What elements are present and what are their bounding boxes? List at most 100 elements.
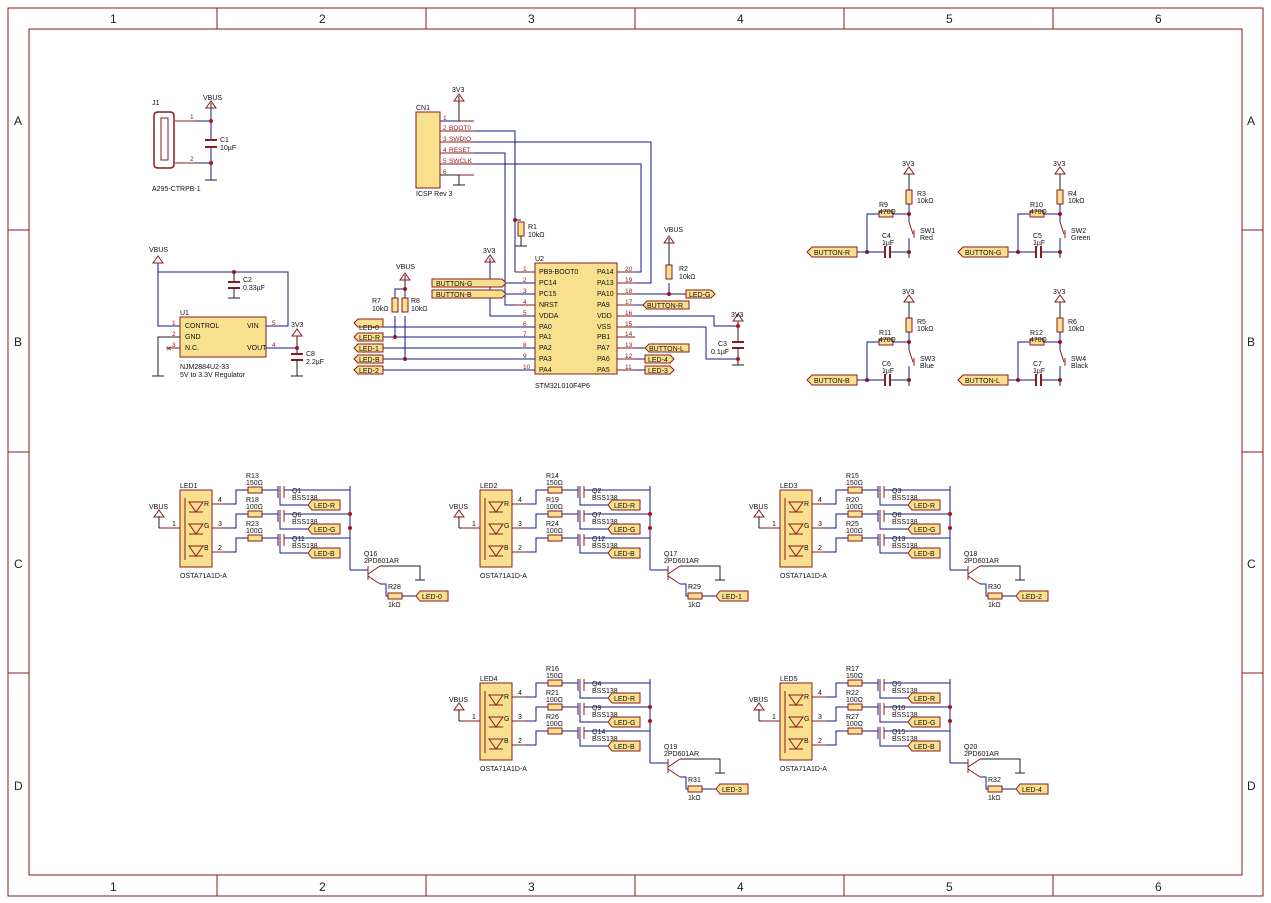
net-label-button-b: BUTTON-B — [431, 289, 507, 299]
3v3-symbol-cn1: 3V3 — [452, 87, 465, 121]
3v3-label-sw3: 3V3 — [902, 289, 915, 296]
r9-value: 470Ω — [879, 209, 896, 216]
c5-ref: C5 — [1033, 233, 1042, 240]
vbus-symbol-led5 — [753, 702, 765, 711]
led3-part: OSTA71A1D-A — [780, 573, 827, 580]
sw1-ref: SW1 — [920, 228, 935, 235]
net-label-led-2: LED-2 — [353, 365, 384, 375]
resistor-r18 — [247, 510, 263, 518]
resistor-r23 — [247, 534, 263, 542]
cn1-pin-num-1: 1 — [443, 115, 447, 122]
q10-part: BSS138 — [892, 712, 918, 719]
r29-value: 1kΩ — [688, 602, 701, 609]
u1-pin-name-4: VOUT — [247, 345, 267, 352]
r14-value: 150Ω — [546, 480, 563, 487]
r11-value: 470Ω — [879, 337, 896, 344]
sw2-ref: SW2 — [1071, 228, 1086, 235]
u1-desc: 5V to 3.3V Regulator — [180, 372, 246, 379]
net-led-b: LED-B — [914, 744, 935, 751]
u2-part: STM32L010F4P6 — [535, 383, 590, 390]
led-diode-b-icon — [788, 738, 804, 750]
led4-ref: LED4 — [480, 676, 498, 683]
net-button-r-mcu: BUTTON-R — [647, 303, 683, 310]
net-label-led-4: LED-4 — [644, 354, 675, 364]
j1-pin1: 1 — [190, 114, 194, 121]
q4-ref: Q4 — [592, 681, 601, 688]
u2-pin-name-7: PA1 — [539, 334, 552, 341]
zone-row-right-B: B — [1247, 335, 1255, 349]
q6-part: BSS138 — [292, 519, 318, 526]
resistor-r31 — [687, 785, 703, 793]
net-label-led-g — [607, 716, 641, 728]
q19-part: 2PD601AR — [664, 751, 699, 758]
cn1-pin-num-4: 4 — [443, 147, 447, 154]
c5-value: 1µF — [1033, 240, 1045, 247]
net-label-led-r — [607, 692, 641, 704]
q18-part: 2PD601AR — [964, 558, 999, 565]
led4-part: OSTA71A1D-A — [480, 766, 527, 773]
net-label-led-b — [907, 547, 941, 559]
sw4-color: Black — [1071, 363, 1089, 370]
resistor-r30 — [987, 592, 1003, 600]
r13-ref: R13 — [246, 473, 259, 480]
resistor-r29 — [687, 592, 703, 600]
net-led-r: LED-R — [614, 503, 635, 510]
net-label-led-r — [607, 499, 641, 511]
u1-pin-name-3: N.C. — [185, 345, 199, 352]
resistor-r6 — [1056, 317, 1064, 333]
zone-col-top-6: 6 — [1155, 12, 1162, 26]
q2-part: BSS138 — [592, 495, 618, 502]
q8-ref: Q8 — [892, 512, 901, 519]
net-label-button-l — [957, 374, 1009, 386]
u2-pin-num-13: 13 — [625, 342, 633, 349]
u2-pin-name-20: PA14 — [597, 269, 614, 276]
r10-ref: R10 — [1030, 202, 1043, 209]
u1-pin-name-1: CONTROL — [185, 323, 219, 330]
u2-pin-num-12: 12 — [625, 353, 633, 360]
u2-pin-num-14: 14 — [625, 331, 633, 338]
r22-ref: R22 — [846, 690, 859, 697]
zone-col-bottom-2: 2 — [319, 880, 326, 894]
led-block-led4: LED4RGB1VBUS4R16150ΩQ4BSS138LED-R3R21100… — [449, 666, 749, 802]
net-label-led-g — [907, 716, 941, 728]
net-led-r: LED-R — [314, 503, 335, 510]
led-color-b: B — [204, 545, 209, 552]
r1-ref: R1 — [528, 224, 537, 231]
net-led-b: LED-B — [314, 551, 335, 558]
r31-ref: R31 — [688, 777, 701, 784]
zone-col-top-2: 2 — [319, 12, 326, 26]
led-pin-4: 4 — [518, 497, 522, 504]
zone-row-left-C: C — [14, 557, 23, 571]
net-led-r: LED-R — [914, 696, 935, 703]
r8-value: 10kΩ — [411, 306, 428, 313]
vbus-symbol-led3 — [753, 509, 765, 518]
u2-pin-num-9: 9 — [523, 353, 527, 360]
c6-value: 1µF — [882, 368, 894, 375]
mcu-wiring: VBUS R7 10kΩ R8 10kΩ 3V3 VBUS R2 10kΩ 3V… — [372, 227, 744, 371]
led-color-b: B — [804, 545, 809, 552]
resistor-r24 — [547, 534, 563, 542]
q17-part: 2PD601AR — [664, 558, 699, 565]
r23-ref: R23 — [246, 521, 259, 528]
led-pin-2: 2 — [218, 545, 222, 552]
c4-value: 1µF — [882, 240, 894, 247]
button-circuits: 3V3R310kΩR9470ΩSW1RedC41µFBUTTON-R3V3R41… — [806, 161, 1091, 386]
u2-pin-num-7: 7 — [523, 331, 527, 338]
c8-value: 2.2µF — [306, 359, 324, 366]
u2-pin-name-14: PB1 — [597, 334, 610, 341]
r32-value: 1kΩ — [988, 795, 1001, 802]
zone-row-right-D: D — [1247, 779, 1256, 793]
led-pin-3: 3 — [818, 714, 822, 721]
sw4-ref: SW4 — [1071, 356, 1086, 363]
u2-pin-name-1: PB9-BOOT0 — [539, 269, 578, 276]
vbus-symbol-j1: VBUS — [203, 95, 222, 109]
r18-ref: R18 — [246, 497, 259, 504]
resistor-r15 — [847, 486, 863, 494]
net-label-led-1: LED-1 — [353, 343, 384, 353]
resistor-r21 — [547, 703, 563, 711]
u2-pin-num-16: 16 — [625, 310, 633, 317]
r31-value: 1kΩ — [688, 795, 701, 802]
u1-part: NJM2884U2-33 — [180, 364, 229, 371]
